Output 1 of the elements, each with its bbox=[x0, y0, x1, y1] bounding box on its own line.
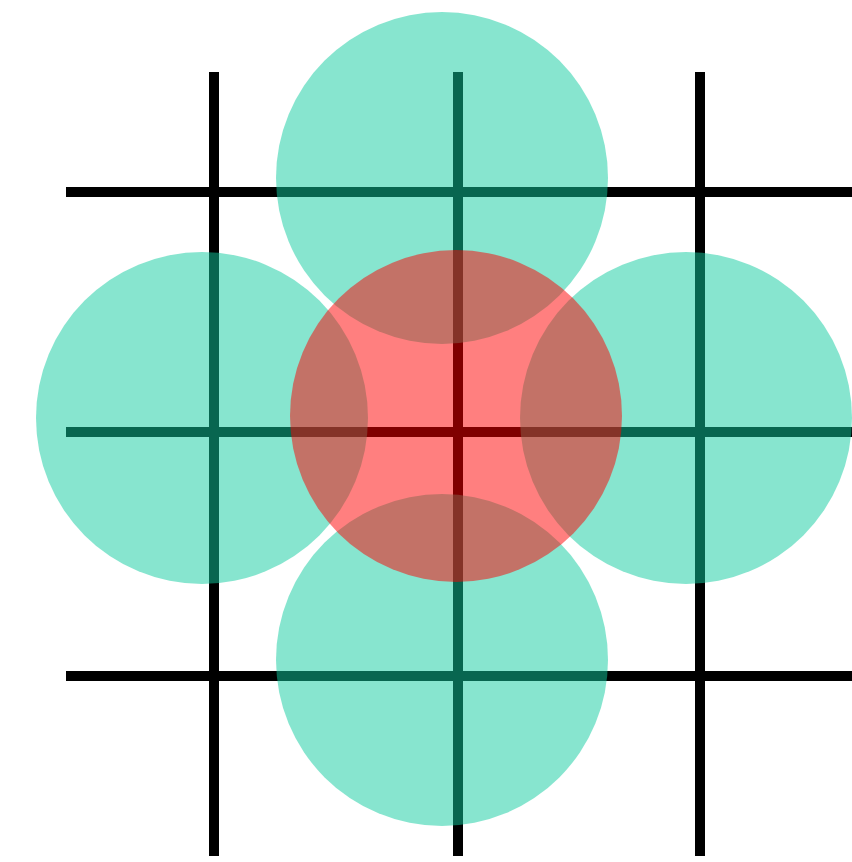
circle bbox=[290, 250, 622, 582]
